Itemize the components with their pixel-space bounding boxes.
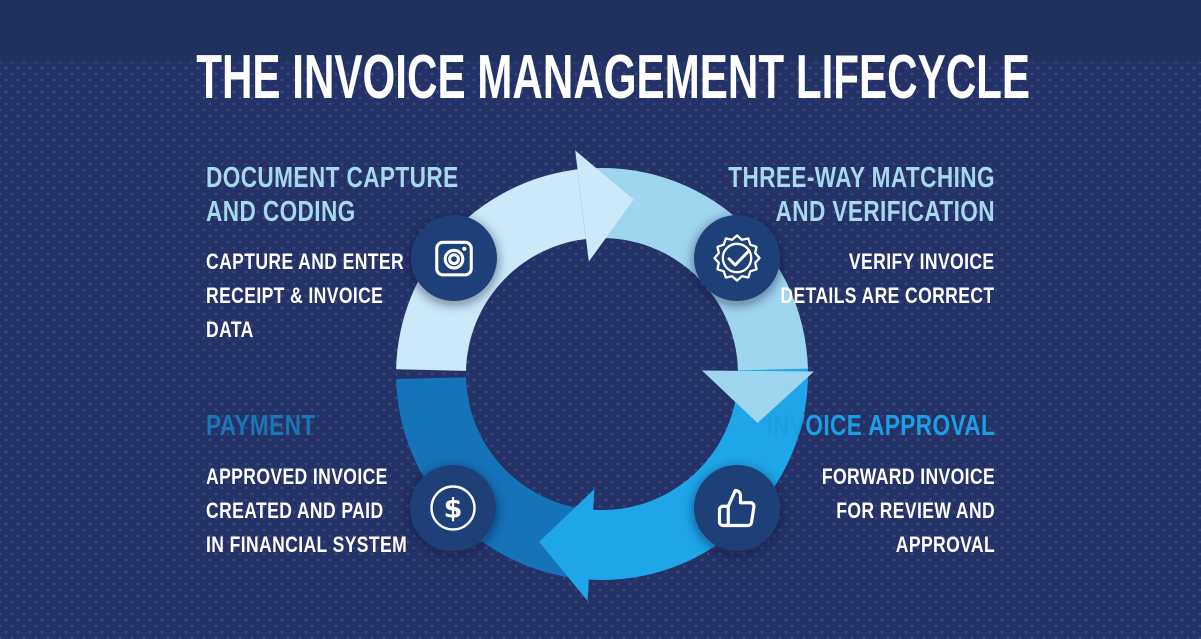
badge-dollar: $ xyxy=(410,465,496,551)
section-invoice-approval-heading: INVOICE APPROVAL xyxy=(766,410,995,442)
segment-three-way-matching xyxy=(566,167,808,371)
badge-scallop xyxy=(713,234,761,282)
section-three-way-matching-heading: THREE-WAY MATCHING AND VERIFICATION xyxy=(728,162,995,228)
camera-icon xyxy=(435,240,473,277)
arrow-top-icon xyxy=(575,150,634,262)
arrow-bottom-icon xyxy=(539,489,595,601)
section-three-way-matching-body: VERIFY INVOICE DETAILS ARE CORRECT xyxy=(780,249,995,308)
segment-payment xyxy=(396,377,591,580)
badge-check-icon xyxy=(713,234,761,282)
section-document-capture-heading: DOCUMENT CAPTURE AND CODING xyxy=(206,162,459,228)
section-payment-heading: PAYMENT xyxy=(206,410,316,442)
section-payment-body: APPROVED INVOICE CREATED AND PAID IN FIN… xyxy=(206,464,408,557)
section-document-capture-body: CAPTURE AND ENTER RECEIPT & INVOICE DATA xyxy=(206,249,405,342)
dollar-glyph: $ xyxy=(444,494,463,525)
badge-thumbs-up xyxy=(694,465,780,551)
section-invoice-approval-body: FORWARD INVOICE FOR REVIEW AND APPROVAL xyxy=(821,464,995,557)
dotted-background xyxy=(0,62,1201,639)
arrow-right-icon xyxy=(702,370,814,423)
page-title: THE INVOICE MANAGEMENT LIFECYCLE xyxy=(196,43,1031,112)
dollar-icon: $ xyxy=(430,485,476,531)
badge-check xyxy=(694,215,780,301)
badge-camera xyxy=(411,215,497,301)
thumbs-up-icon xyxy=(717,488,756,528)
